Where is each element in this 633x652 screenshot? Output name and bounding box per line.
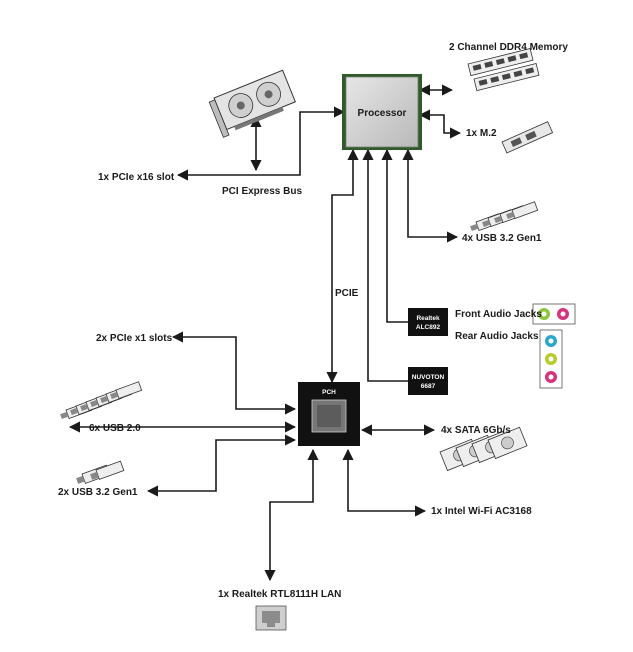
front-audio-jacks-icon: [532, 303, 576, 325]
usb32-pch-icon: [76, 460, 125, 484]
pch-pcie-x1-link: [171, 331, 297, 415]
rear-audio-label: Rear Audio Jacks: [455, 331, 539, 342]
cpu-pcie-x16-link: [176, 106, 346, 181]
lan-port-icon: [255, 605, 287, 631]
pch-wifi-link: [342, 448, 427, 517]
pch-core: [317, 405, 341, 427]
sata-drives-icon: [439, 426, 528, 472]
sata-label: 4x SATA 6Gb/s: [441, 425, 511, 436]
pch-chip: PCH: [298, 382, 360, 446]
rear-audio-jacks-icon: [539, 329, 563, 389]
nuvoton-body: [408, 367, 448, 395]
pcie-x1-label: 2x PCIe x1 slots: [96, 333, 173, 344]
graphics-card-icon: [208, 69, 296, 138]
m2-drive-icon: [501, 121, 554, 154]
m2-label: 1x M.2: [466, 128, 497, 139]
cpu-audio-link: [381, 148, 408, 323]
processor-chip: Processor: [342, 74, 422, 150]
realtek-audio-body: [408, 308, 448, 336]
processor-label: Processor: [358, 108, 407, 119]
realtek-audio-line2: ALC892: [416, 324, 441, 331]
realtek-audio-chip: Realtek ALC892: [408, 308, 448, 336]
pcie-x16-label: 1x PCIe x16 slot: [98, 172, 175, 183]
pcie-label: PCIE: [335, 288, 359, 299]
nuvoton-line2: 6687: [421, 383, 436, 390]
pci-express-bus-label: PCI Express Bus: [222, 186, 302, 197]
nuvoton-line1: NUVOTON: [412, 374, 445, 381]
cpu-nuvoton-link: [362, 148, 408, 382]
cpu-pch-link: [326, 148, 359, 384]
usb32-pch-label: 2x USB 3.2 Gen1: [58, 487, 138, 498]
usb20-icon: [60, 381, 143, 419]
connection-lines: [68, 84, 462, 582]
cpu-m2-link: [418, 109, 462, 139]
pch-label: PCH: [322, 389, 336, 396]
lan-label: 1x Realtek RTL8111H LAN: [218, 589, 341, 600]
cpu-die: [345, 76, 419, 148]
memory-label: 2 Channel DDR4 Memory: [449, 42, 568, 53]
usb32-cpu-label: 4x USB 3.2 Gen1: [462, 233, 542, 244]
nuvoton-chip: NUVOTON 6687: [408, 367, 448, 395]
labels: 2 Channel DDR4 Memory 1x M.2 1x PCIe x16…: [58, 42, 568, 600]
usb20-label: 6x USB 2.0: [89, 423, 141, 434]
front-audio-label: Front Audio Jacks: [455, 309, 542, 320]
memory-icon: [467, 48, 540, 92]
cpu-usb-link: [402, 148, 459, 243]
wifi-label: 1x Intel Wi-Fi AC3168: [431, 506, 532, 517]
pch-lan-link: [264, 448, 319, 582]
usb-cpu-icon: [470, 201, 539, 231]
pch-usb32-link: [146, 434, 297, 497]
realtek-audio-line1: Realtek: [416, 315, 440, 322]
